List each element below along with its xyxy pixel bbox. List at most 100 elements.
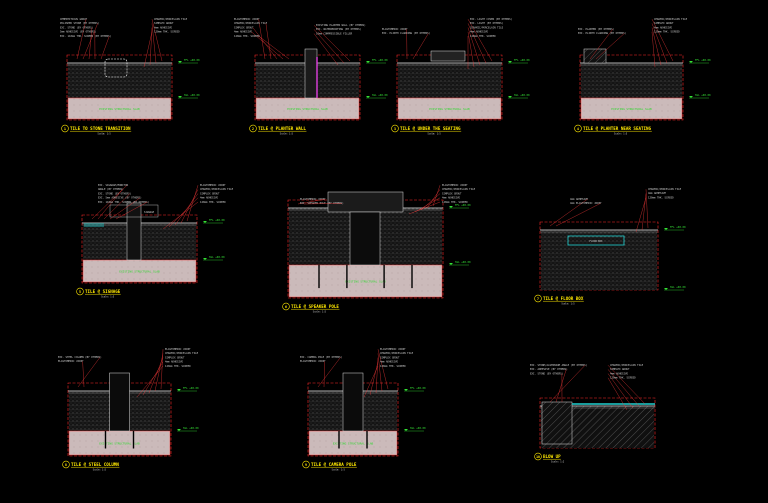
note-right: SIMPLEX GROUT — [610, 367, 630, 371]
note-right: CERAMIC/PORCELAIN TILE — [610, 363, 644, 367]
note-left: ELASTOMERIC JOINT — [58, 359, 84, 363]
note-left: EXI. 5mm ADHESIVE (BY OTHERS) — [98, 196, 142, 200]
leader-line — [427, 189, 440, 208]
note-left: SIMPLEX GROUT — [234, 25, 254, 29]
note-right: SIMPLEX GROUT — [154, 21, 174, 25]
note-right: 4mm ADHESIVE — [470, 30, 489, 34]
note-left: EXI. PLANTER (BY OTHERS) — [578, 27, 614, 31]
level-marker-top — [177, 389, 181, 391]
note-left: 4mm ELASTOMERIC JOINT — [570, 201, 602, 205]
ffl-top-label: FFL +00.00 — [695, 58, 711, 62]
detail-scale: Scale: 1:5 — [332, 469, 346, 472]
ffl-top-label: FFL +00.00 — [410, 386, 426, 390]
ffl-bottom-label: SSL +00.00 — [410, 426, 426, 430]
screed-layer — [68, 63, 171, 98]
note-left: ELASTOMERIC JOINT — [382, 27, 408, 31]
leader-line — [596, 33, 624, 59]
note-left: ANGLE (BY OTHERS) — [98, 187, 124, 191]
note-left: EXI. SPEAKER POLE (BY OTHERS) — [300, 201, 344, 205]
note-right: CERAMIC/PORCELAIN TILE — [648, 187, 682, 191]
note-right: SIMPLEX GROUT — [442, 191, 462, 195]
note-left: EXI. PLINTH CLADDING (BY OTHERS) — [578, 31, 626, 35]
slab-label: EXISTING STRUCTURAL SLAB — [99, 107, 140, 111]
leader-line — [556, 203, 600, 226]
ffl-top-label: FFL +00.00 — [372, 58, 388, 62]
note-left: ELASTOMERIC JOINT — [300, 359, 326, 363]
screed-layer — [581, 63, 682, 98]
detail-title: TILE @ UNDER THE SEATING — [400, 126, 461, 131]
note-left: 5mm ADHESIVE (BY OTHERS) — [60, 30, 96, 34]
note-right: 120mm THK. SCREED — [165, 364, 191, 368]
level-marker-top — [203, 221, 207, 223]
note-right: SIMPLEX GROUT — [200, 191, 220, 195]
note-right: 120mm THK. SCREED — [654, 30, 680, 34]
note-right: 120mm THK. SCREED — [380, 364, 406, 368]
leader-line — [642, 193, 646, 230]
note-right: 120mm THK. SCREED — [200, 200, 226, 204]
detail-scale: Scale: 1:2 — [551, 461, 565, 464]
note-left: POLISHED STONE (BY OTHERS) — [60, 21, 99, 25]
note-right: 4mm ADHESIVE — [442, 196, 461, 200]
level-marker-top — [178, 61, 182, 63]
level-marker-top — [404, 389, 408, 391]
level-marker-bottom — [203, 258, 207, 260]
note-left: 4mm ADHESIVE — [234, 30, 253, 34]
note-right: ELASTOMERIC JOINT — [165, 347, 191, 351]
note-right: 4mm ADHESIVE — [165, 360, 184, 364]
detail-number: 3 — [394, 127, 396, 131]
note-right: EXI. WATERPROOFING (BY OTHERS) — [316, 27, 361, 31]
note-right: CERAMIC/PORCELAIN TILE — [654, 17, 688, 21]
signage-label: SIGNAGE — [144, 211, 155, 214]
note-right: ELASTOMERIC JOINT — [442, 183, 468, 187]
ffl-top-label: FFL +00.00 — [184, 58, 200, 62]
note-right: 120mm THK. SCREED — [610, 376, 636, 380]
note-left: EXI. 110mm THK. SCREED (BY OTHERS) — [60, 34, 111, 38]
level-marker-bottom — [177, 429, 181, 431]
level-marker-top — [449, 206, 453, 208]
detail-scale: Scale: 1:5 — [280, 133, 294, 136]
note-left: EXI. STEEL COLUMN (BY OTHERS) — [58, 355, 102, 359]
detail-number: 2 — [252, 127, 254, 131]
leader-line — [421, 194, 440, 210]
note-left: 120mm THK. SCREED — [234, 34, 260, 38]
detail-title: BLOW UP — [543, 454, 561, 459]
detail-number: 1 — [64, 127, 66, 131]
note-right: 4mm ADHESIVE — [154, 25, 173, 29]
ffl-bottom-label: SSL +00.00 — [372, 93, 388, 97]
note-right: 4mm ADHESIVE — [648, 191, 667, 195]
ffl-bottom-label: SSL +00.00 — [455, 260, 471, 264]
slab-label: EXISTING STRUCTURAL SLAB — [611, 107, 652, 111]
note-right: EXI. LIGHT (BY OTHERS) — [470, 21, 503, 25]
level-marker-bottom — [178, 96, 182, 98]
detail-number: 4 — [577, 127, 579, 131]
signage-post — [127, 203, 141, 260]
note-right: 4mm ADHESIVE — [654, 25, 673, 29]
level-marker-bottom — [366, 96, 370, 98]
note-left: EXI. STONE (BY OTHERS) — [60, 25, 93, 29]
slab-label: EXISTING STRUCTURAL SLAB — [287, 107, 328, 111]
planter-wall — [305, 49, 317, 98]
note-right: SIMPLEX GROUT — [380, 355, 400, 359]
level-marker-bottom — [689, 96, 693, 98]
note-left: ELASTOMERIC JOINT — [300, 197, 326, 201]
ffl-top-label: FFL +00.00 — [670, 225, 686, 229]
note-left: EXI. STONE/ALUMINIUM ANGLE (BY OTHERS) — [530, 363, 587, 367]
detail-title: TILE TO STONE TRANSITION — [70, 126, 131, 131]
detail-title: TILE @ PLANTER NEAR SEATING — [583, 126, 652, 131]
detail-title: TILE @ PLANTER WALL — [258, 126, 306, 131]
ffl-top-label: FFL +00.00 — [514, 58, 530, 62]
note-right: 120mm THK. SCREED — [648, 195, 674, 199]
slab-label: EXISTING STRUCTURAL SLAB — [429, 107, 470, 111]
leader-line — [608, 378, 627, 410]
column-section — [343, 373, 363, 431]
detail-scale: Scale: 1:5 — [561, 303, 575, 306]
detail-number: 10 — [536, 455, 540, 459]
note-right: 120mm THK. SCREED — [154, 30, 180, 34]
detail-number: 8 — [65, 463, 67, 467]
note-left: EXI. PLINTH CLADDING (BY OTHERS) — [382, 31, 430, 35]
